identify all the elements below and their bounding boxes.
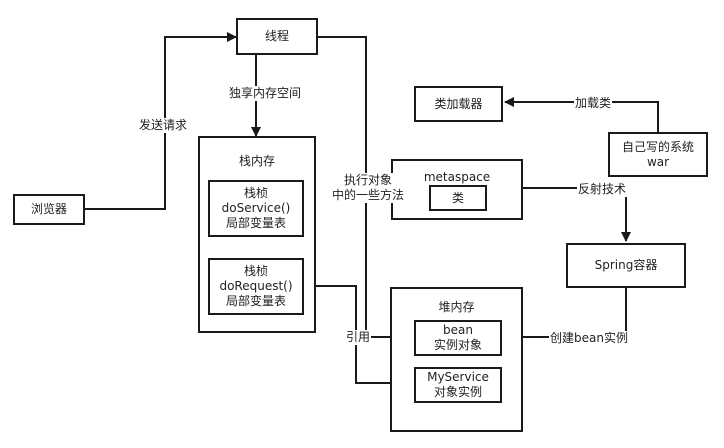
- edge-thread-exec: [318, 36, 367, 337]
- browser-label: 浏览器: [30, 202, 67, 216]
- frame2-title: 栈桢: [243, 264, 268, 278]
- frame2-method: doRequest(): [219, 279, 293, 293]
- thread-label: 线程: [264, 29, 289, 43]
- class-node: 类: [429, 185, 487, 211]
- war-line1: 自己写的系统: [621, 139, 694, 154]
- frame1-locals: 局部变量表: [225, 216, 286, 230]
- frame1-method: doService(): [221, 201, 291, 215]
- heap-memory-container: 堆内存: [390, 287, 523, 432]
- class-label: 类: [451, 190, 464, 205]
- metaspace-title: metaspace: [423, 170, 491, 184]
- edge-label-send-request: 发送请求: [138, 118, 189, 133]
- edge-label-exec-methods: 执行对象 中的一些方法: [331, 173, 406, 203]
- edge-label-create-bean: 创建bean实例: [549, 331, 629, 346]
- spring-container-node: Spring容器: [566, 243, 686, 288]
- heap-memory-title: 堆内存: [438, 300, 475, 314]
- stack-frame-dorequest: 栈桢 doRequest() 局部变量表: [208, 258, 304, 315]
- exec-methods-line1: 执行对象: [344, 173, 393, 187]
- myservice-line2: 对象实例: [433, 385, 482, 399]
- edge-label-reference: 引用: [345, 330, 372, 345]
- myservice-line1: MyService: [427, 370, 489, 384]
- bean-line1: bean: [443, 323, 473, 337]
- spring-label: Spring容器: [594, 258, 658, 272]
- edge-label-load-class: 加载类: [574, 96, 613, 111]
- bean-line2: 实例对象: [433, 338, 482, 352]
- edge-label-reflection: 反射技术: [577, 182, 628, 197]
- bean-node: bean 实例对象: [414, 320, 502, 356]
- stack-memory-title: 栈内存: [238, 154, 275, 168]
- stack-frame-doservice: 栈桢 doService() 局部变量表: [208, 180, 304, 237]
- exec-methods-line2: 中的一些方法: [332, 188, 405, 202]
- edge-label-exclusive-memory: 独享内存空间: [228, 86, 303, 101]
- frame1-title: 栈桢: [243, 186, 268, 200]
- classloader-node: 类加载器: [414, 86, 503, 122]
- classloader-label: 类加载器: [434, 96, 483, 111]
- war-line2: war: [646, 154, 670, 169]
- myservice-node: MyService 对象实例: [414, 367, 502, 403]
- war-node: 自己写的系统 war: [608, 132, 708, 177]
- frame2-locals: 局部变量表: [225, 294, 286, 308]
- browser-node: 浏览器: [13, 194, 85, 225]
- thread-node: 线程: [236, 18, 318, 55]
- edge-war-to-classloader: [504, 97, 659, 132]
